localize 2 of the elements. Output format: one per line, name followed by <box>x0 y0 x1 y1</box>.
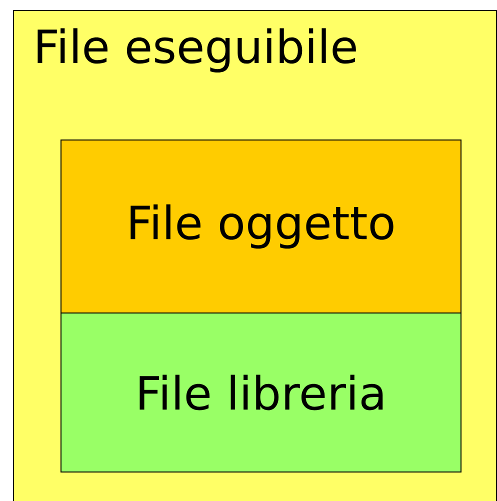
file-box: File oggetto <box>60 140 462 314</box>
file-box: File libreria <box>60 312 462 472</box>
